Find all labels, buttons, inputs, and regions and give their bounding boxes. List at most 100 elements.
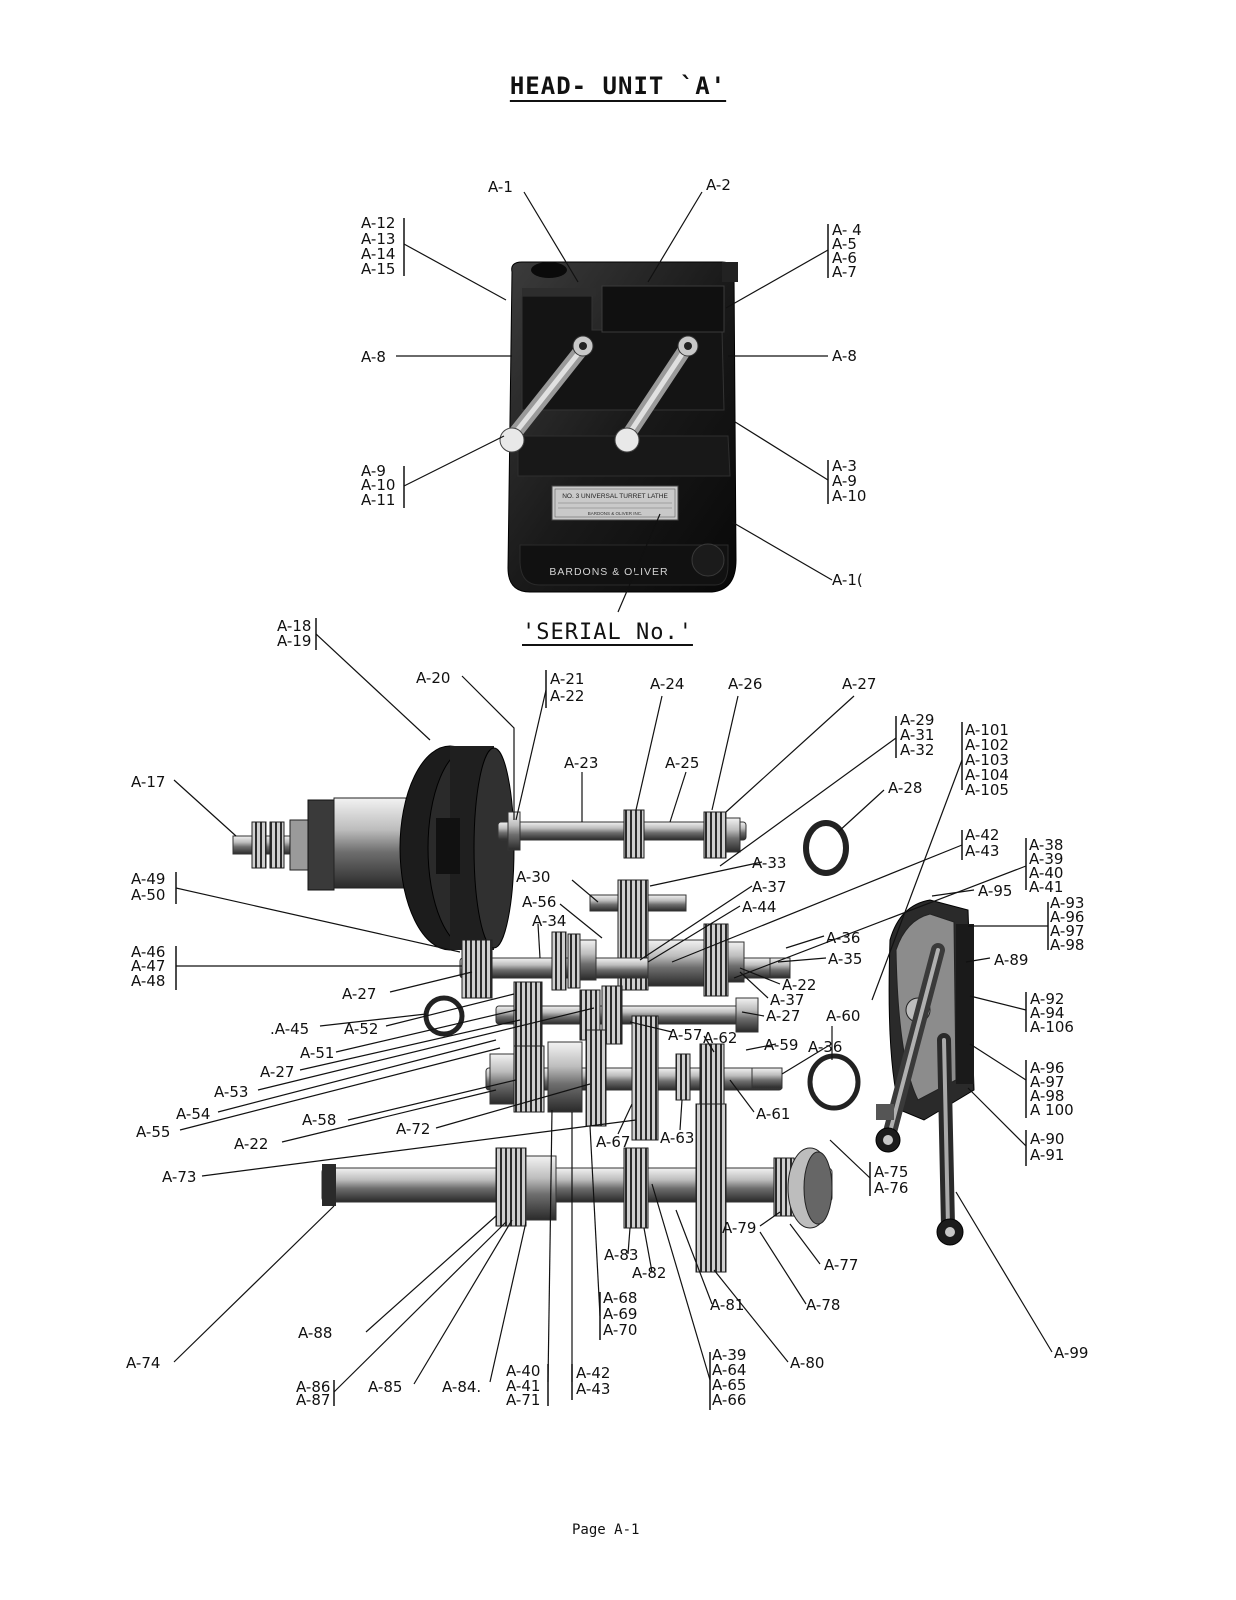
callout-a22-bottom: A-22 xyxy=(234,1135,268,1153)
callout-a39-bottom: A-39 xyxy=(712,1346,746,1364)
callout-a76: A-76 xyxy=(874,1179,908,1197)
callout-a10-left: A-10 xyxy=(361,476,395,494)
callout-a66: A-66 xyxy=(712,1391,746,1409)
callout-a25: A-25 xyxy=(665,754,699,772)
callout-a8-left: A-8 xyxy=(361,348,386,366)
callout-a92: A-92 xyxy=(1030,990,1064,1008)
callout-a96-top: A-96 xyxy=(1050,908,1084,926)
callout-a36-top: A-36 xyxy=(826,929,860,947)
callout-a72: A-72 xyxy=(396,1120,430,1138)
callout-a20: A-20 xyxy=(416,669,450,687)
callout-a41-top: A-41 xyxy=(1029,878,1063,896)
callout-a41-bottom: A-41 xyxy=(506,1377,540,1395)
callout-a42-bottom: A-42 xyxy=(576,1364,610,1382)
callout-a37-mid: A-37 xyxy=(770,991,804,1009)
nameplate-company: BARDONS & OLIVER INC. xyxy=(588,511,643,516)
callout-a22-mid: A-22 xyxy=(782,976,816,994)
callout-a93: A-93 xyxy=(1050,894,1084,912)
callout-a70: A-70 xyxy=(603,1321,637,1339)
callout-a57: A-57 xyxy=(668,1026,702,1044)
callout-a90: A-90 xyxy=(1030,1130,1064,1148)
callout-a97: A-97 xyxy=(1030,1073,1064,1091)
callout-a82: A-82 xyxy=(632,1264,666,1282)
callout-a95: A-95 xyxy=(978,882,1012,900)
serial-number-label: 'SERIAL No.' xyxy=(522,620,693,645)
callout-a80: A-80 xyxy=(790,1354,824,1372)
callout-a33: A-33 xyxy=(752,854,786,872)
callout-a44: A-44 xyxy=(742,898,776,916)
callout-a106: A-106 xyxy=(1030,1018,1074,1036)
callout-a4: A- 4 xyxy=(832,221,862,239)
callout-a40-bottom: A-40 xyxy=(506,1362,540,1380)
callout-a9-right: A-9 xyxy=(832,472,857,490)
callout-a30: A-30 xyxy=(516,868,550,886)
spindle-assembly xyxy=(321,1103,833,1273)
callout-a65: A-65 xyxy=(712,1376,746,1394)
callout-a2: A-2 xyxy=(706,176,731,194)
callout-a50: A-50 xyxy=(131,886,165,904)
page-title-text: HEAD- UNIT `A' xyxy=(509,72,727,100)
callout-a85: A-85 xyxy=(368,1378,402,1396)
callout-a100: A 100 xyxy=(1030,1101,1074,1119)
callout-a10-right: A-10 xyxy=(832,487,866,505)
callout-a97-top: A-97 xyxy=(1050,922,1084,940)
callout-a17: A-17 xyxy=(131,773,165,791)
callout-a53: A-53 xyxy=(214,1083,248,1101)
callout-a51: A-51 xyxy=(300,1044,334,1062)
callout-a42-top: A-42 xyxy=(965,826,999,844)
callout-a31: A-31 xyxy=(900,726,934,744)
callout-a22-top: A-22 xyxy=(550,687,584,705)
callout-a6: A-6 xyxy=(832,249,857,267)
callout-a15: A-15 xyxy=(361,260,395,278)
callout-a77: A-77 xyxy=(824,1256,858,1274)
callout-a28: A-28 xyxy=(888,779,922,797)
callout-a69: A-69 xyxy=(603,1305,637,1323)
callout-a60: A-60 xyxy=(826,1007,860,1025)
callout-labels: A-1 A-2 A-12 A-13 A-14 A-15 A- 4 A-5 A-6… xyxy=(126,176,1088,1409)
housing-brand-text: BARDONS & OLIVER xyxy=(549,566,668,578)
callout-a96: A-96 xyxy=(1030,1059,1064,1077)
callout-a12: A-12 xyxy=(361,214,395,232)
clutch-pulley-assembly xyxy=(232,745,515,951)
callout-a34: A-34 xyxy=(532,912,566,930)
leader-lines xyxy=(173,191,1053,1410)
callout-a87: A-87 xyxy=(296,1391,330,1409)
callout-a16: A-1( xyxy=(832,571,863,589)
callout-a74: A-74 xyxy=(126,1354,160,1372)
callout-a94: A-94 xyxy=(1030,1004,1064,1022)
nameplate-title: NO. 3 UNIVERSAL TURRET LATHE xyxy=(562,493,668,500)
callout-a46: A-46 xyxy=(131,943,165,961)
callout-a13: A-13 xyxy=(361,230,395,248)
callout-a78: A-78 xyxy=(806,1296,840,1314)
callout-a37-top: A-37 xyxy=(752,878,786,896)
callout-a38: A-38 xyxy=(1029,836,1063,854)
callout-a35: A-35 xyxy=(828,950,862,968)
top-shaft xyxy=(497,809,747,859)
ring-a60 xyxy=(807,1053,861,1111)
callout-a9-left: A-9 xyxy=(361,462,386,480)
callout-a1: A-1 xyxy=(488,178,513,196)
callout-a73: A-73 xyxy=(162,1168,196,1186)
callout-a52: A-52 xyxy=(344,1020,378,1038)
callout-a40-top: A-40 xyxy=(1029,864,1063,882)
callout-a88: A-88 xyxy=(298,1324,332,1342)
callout-a55: A-55 xyxy=(136,1123,170,1141)
callout-a21: A-21 xyxy=(550,670,584,688)
callout-a103: A-103 xyxy=(965,751,1009,769)
callout-a84: A-84. xyxy=(442,1378,481,1396)
callout-a98-top: A-98 xyxy=(1050,936,1084,954)
callout-a83: A-83 xyxy=(604,1246,638,1264)
callout-a27-right: A-27 xyxy=(766,1007,800,1025)
lower-shaft-cluster xyxy=(485,1015,783,1141)
callout-a64: A-64 xyxy=(712,1361,746,1379)
callout-a99: A-99 xyxy=(1054,1344,1088,1362)
callout-a98: A-98 xyxy=(1030,1087,1064,1105)
callout-a32: A-32 xyxy=(900,741,934,759)
callout-a56: A-56 xyxy=(522,893,556,911)
callout-a26: A-26 xyxy=(728,675,762,693)
callout-a105: A-105 xyxy=(965,781,1009,799)
callout-a8-right: A-8 xyxy=(832,347,857,365)
callout-a5: A-5 xyxy=(832,235,857,253)
callout-a102: A-102 xyxy=(965,736,1009,754)
callout-a47: A-47 xyxy=(131,957,165,975)
